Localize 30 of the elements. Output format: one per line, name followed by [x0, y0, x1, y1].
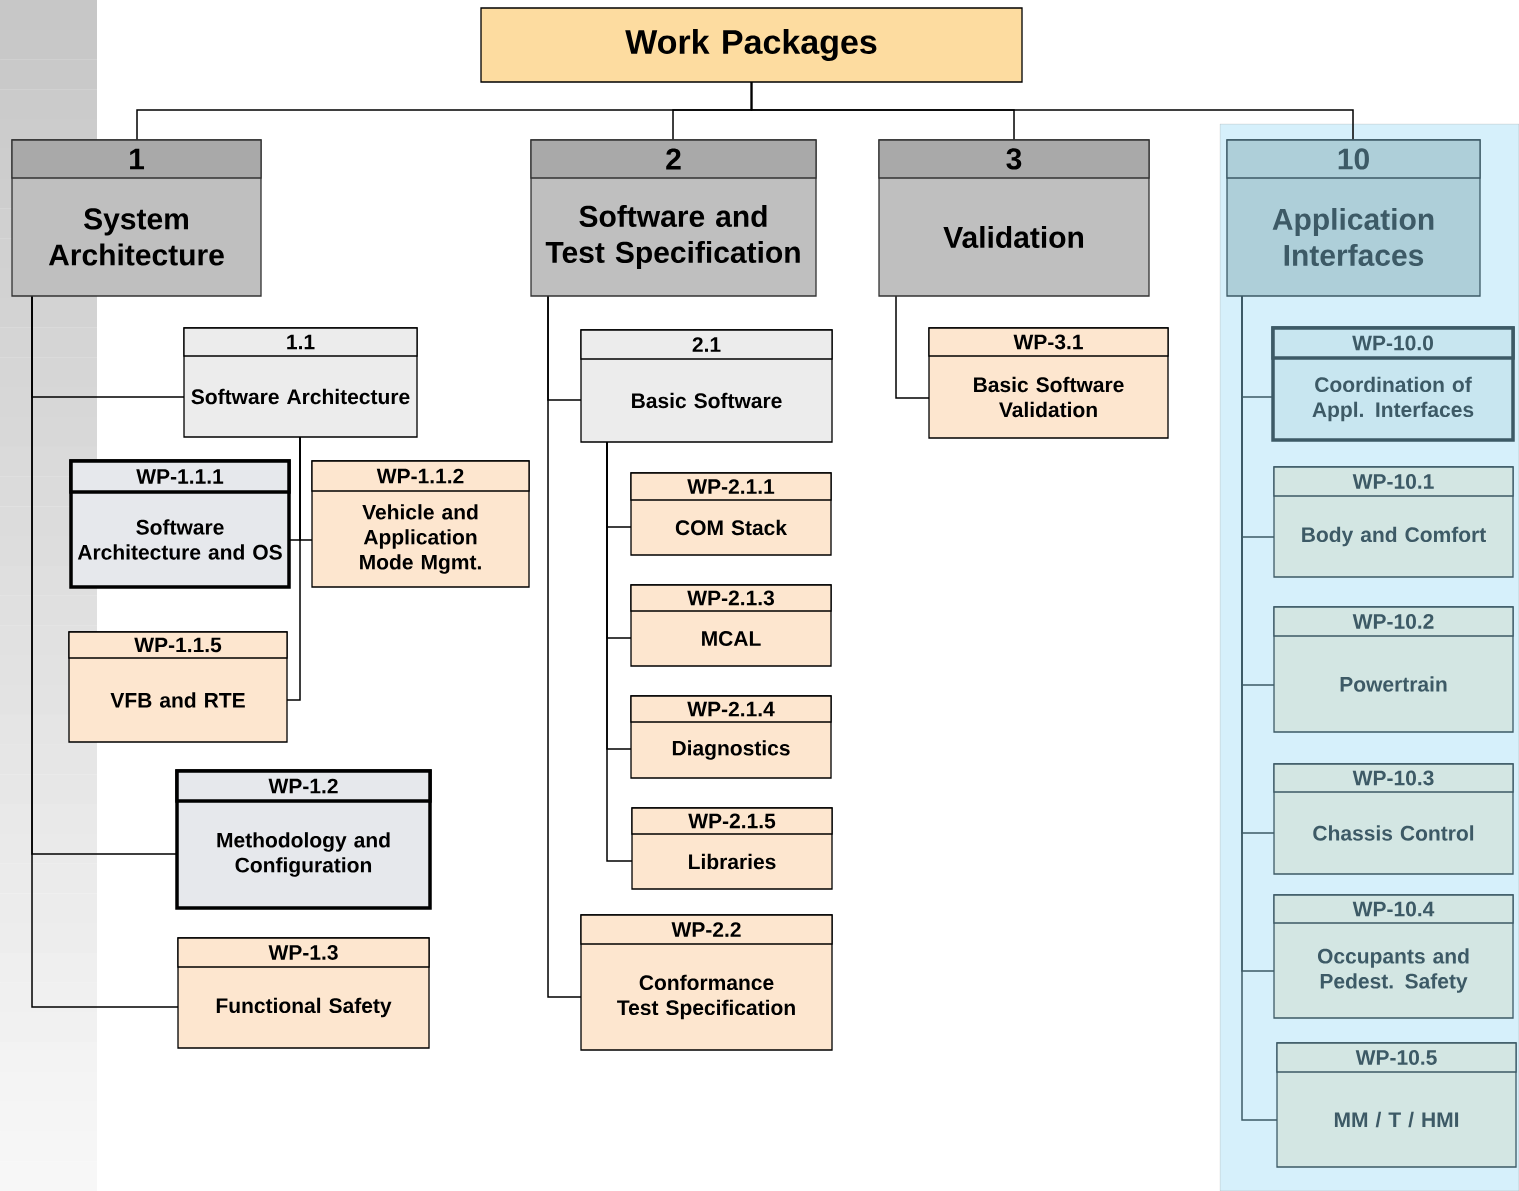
work-package-box: WP-1.2 Methodology and Configuration: [175, 769, 432, 910]
work-package-box: 2 Software and Test Specification: [530, 139, 817, 297]
work-package-box: WP-2.2 Conformance Test Specification: [580, 914, 833, 1051]
work-package-box: WP-2.1.3 MCAL: [630, 584, 832, 667]
work-package-box: WP-10.4 Occupants and Pedest. Safety: [1273, 894, 1514, 1019]
connector-line: [895, 295, 930, 399]
connector-line: [750, 81, 1354, 141]
work-package-box: WP-2.1.1 COM Stack: [630, 472, 832, 556]
work-package-box: WP-10.2 Powertrain: [1273, 606, 1514, 733]
work-package-box: WP-2.1.4 Diagnostics: [630, 695, 832, 779]
connector-line: [606, 441, 633, 862]
work-package-box: 10 Application Interfaces: [1226, 139, 1481, 297]
work-package-box: 1.1 Software Architecture: [183, 327, 418, 438]
work-package-box: 3 Validation: [878, 139, 1150, 297]
work-package-box: 2.1 Basic Software: [580, 329, 833, 443]
work-package-box: WP-10.0 Coordination of Appl. Interfaces: [1271, 326, 1515, 442]
work-package-box: WP-1.1.5 VFB and RTE: [68, 631, 288, 743]
work-package-box: Work Packages: [480, 7, 1023, 83]
connector-line: [547, 295, 582, 998]
work-package-box: WP-10.1 Body and Comfort: [1273, 466, 1514, 578]
work-package-box: WP-10.3 Chassis Control: [1273, 763, 1514, 875]
work-package-box: WP-1.1.2 Vehicle and Application Mode Mgmt.: [311, 460, 530, 588]
work-package-box: WP-10.5 MM / T / HMI: [1276, 1042, 1517, 1168]
work-package-box: WP-1.1.1 Software Architecture and OS: [69, 459, 291, 589]
connector-line: [31, 295, 179, 1008]
work-package-box: WP-3.1 Basic Software Validation: [928, 327, 1169, 439]
work-package-box: 1 System Architecture: [11, 139, 262, 297]
work-package-box: WP-2.1.5 Libraries: [631, 807, 833, 890]
connector-line: [286, 436, 301, 701]
work-package-box: WP-1.3 Functional Safety: [177, 937, 430, 1049]
